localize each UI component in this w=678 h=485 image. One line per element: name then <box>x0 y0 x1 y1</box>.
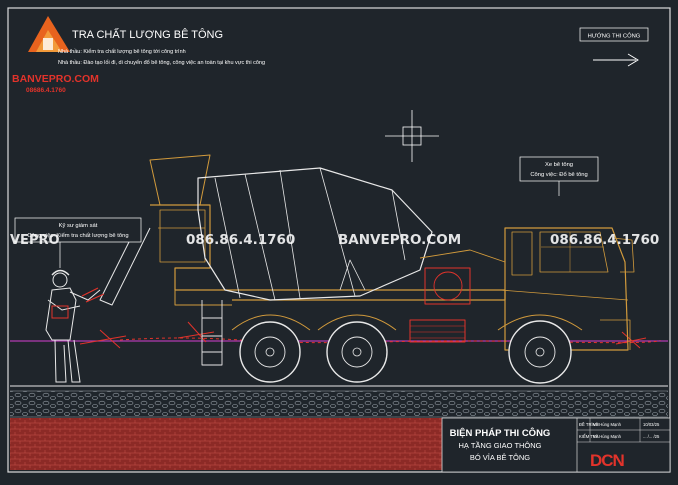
truck-callout-task: Công việc: Đổ bê tông <box>530 171 587 178</box>
title-block: BIỆN PHÁP THI CÔNG HẠ TẦNG GIAO THÔNG BÓ… <box>441 417 671 473</box>
direction-indicator: HƯỚNG THI CÔNG <box>579 27 649 67</box>
logo-phone: 08686.4.1760 <box>26 87 66 94</box>
truck-callout: Xe bê tông Công việc: Đổ bê tông <box>519 156 599 196</box>
titleblock-row1-date: 10/03/25 <box>643 422 660 427</box>
banvepro-logo: BANVEPRO.COM 08686.4.1760 <box>12 16 99 94</box>
titleblock-title-2: HẠ TẦNG GIAO THÔNG <box>458 440 541 450</box>
titleblock-row1-label: ĐỀ TRÌNH <box>579 422 599 427</box>
titleblock-row1-name: Võ Hùng Mạnh <box>593 422 622 427</box>
page-title: TRA CHẤT LƯỢNG BÊ TÔNG <box>72 28 223 41</box>
drawing-border <box>7 7 671 473</box>
svg-text:DCN: DCN <box>590 451 625 470</box>
engineer-callout-title: Kỹ sư giám sát <box>59 223 98 229</box>
titleblock-row2-name: Võ Hùng Mạnh <box>593 434 622 439</box>
truck-wheels <box>239 320 572 384</box>
header-note-1: Nhà thầu: Kiểm tra chất lượng bê tông tớ… <box>58 48 186 55</box>
header-note-2: Nhà thầu: Đào tạo lối đi, di chuyển đổ b… <box>58 59 265 66</box>
titleblock-row2-label: KIỂM TRA <box>579 434 599 439</box>
watermark-site: BANVEPRO.COM <box>338 232 461 248</box>
watermark-phone-1: 086.86.4.1760 <box>186 232 295 248</box>
titleblock-row2-date: ... /... /25 <box>643 434 660 439</box>
logo-brand: BANVEPRO.COM <box>12 73 99 85</box>
direction-arrow-icon <box>593 53 639 67</box>
engineer-callout: Kỹ sư giám sát Công việc: Kiểm tra chất … <box>14 217 142 268</box>
watermark-left-fragment: VEPRO <box>10 233 60 248</box>
brick-base-layer <box>10 418 442 470</box>
direction-label: HƯỚNG THI CÔNG <box>588 33 641 40</box>
titleblock-title-3: BÓ VỈA BÊ TÔNG <box>470 453 530 462</box>
watermark-phone-2: 086.86.4.1760 <box>550 232 659 248</box>
concrete-mixer-truck <box>99 154 635 366</box>
crosshair-icon <box>385 110 439 162</box>
watermarks: VEPRO 086.86.4.1760 BANVEPRO.COM 086.86.… <box>10 232 659 248</box>
engineer-figure <box>45 269 105 383</box>
truck-callout-title: Xe bê tông <box>545 162 573 168</box>
gravel-layer <box>10 391 668 417</box>
dcn-logo: DCN <box>590 451 626 470</box>
titleblock-title-1: BIỆN PHÁP THI CÔNG <box>450 427 551 439</box>
engineer-callout-task: Công việc: Kiểm tra chất lượng bê tông <box>27 232 128 239</box>
